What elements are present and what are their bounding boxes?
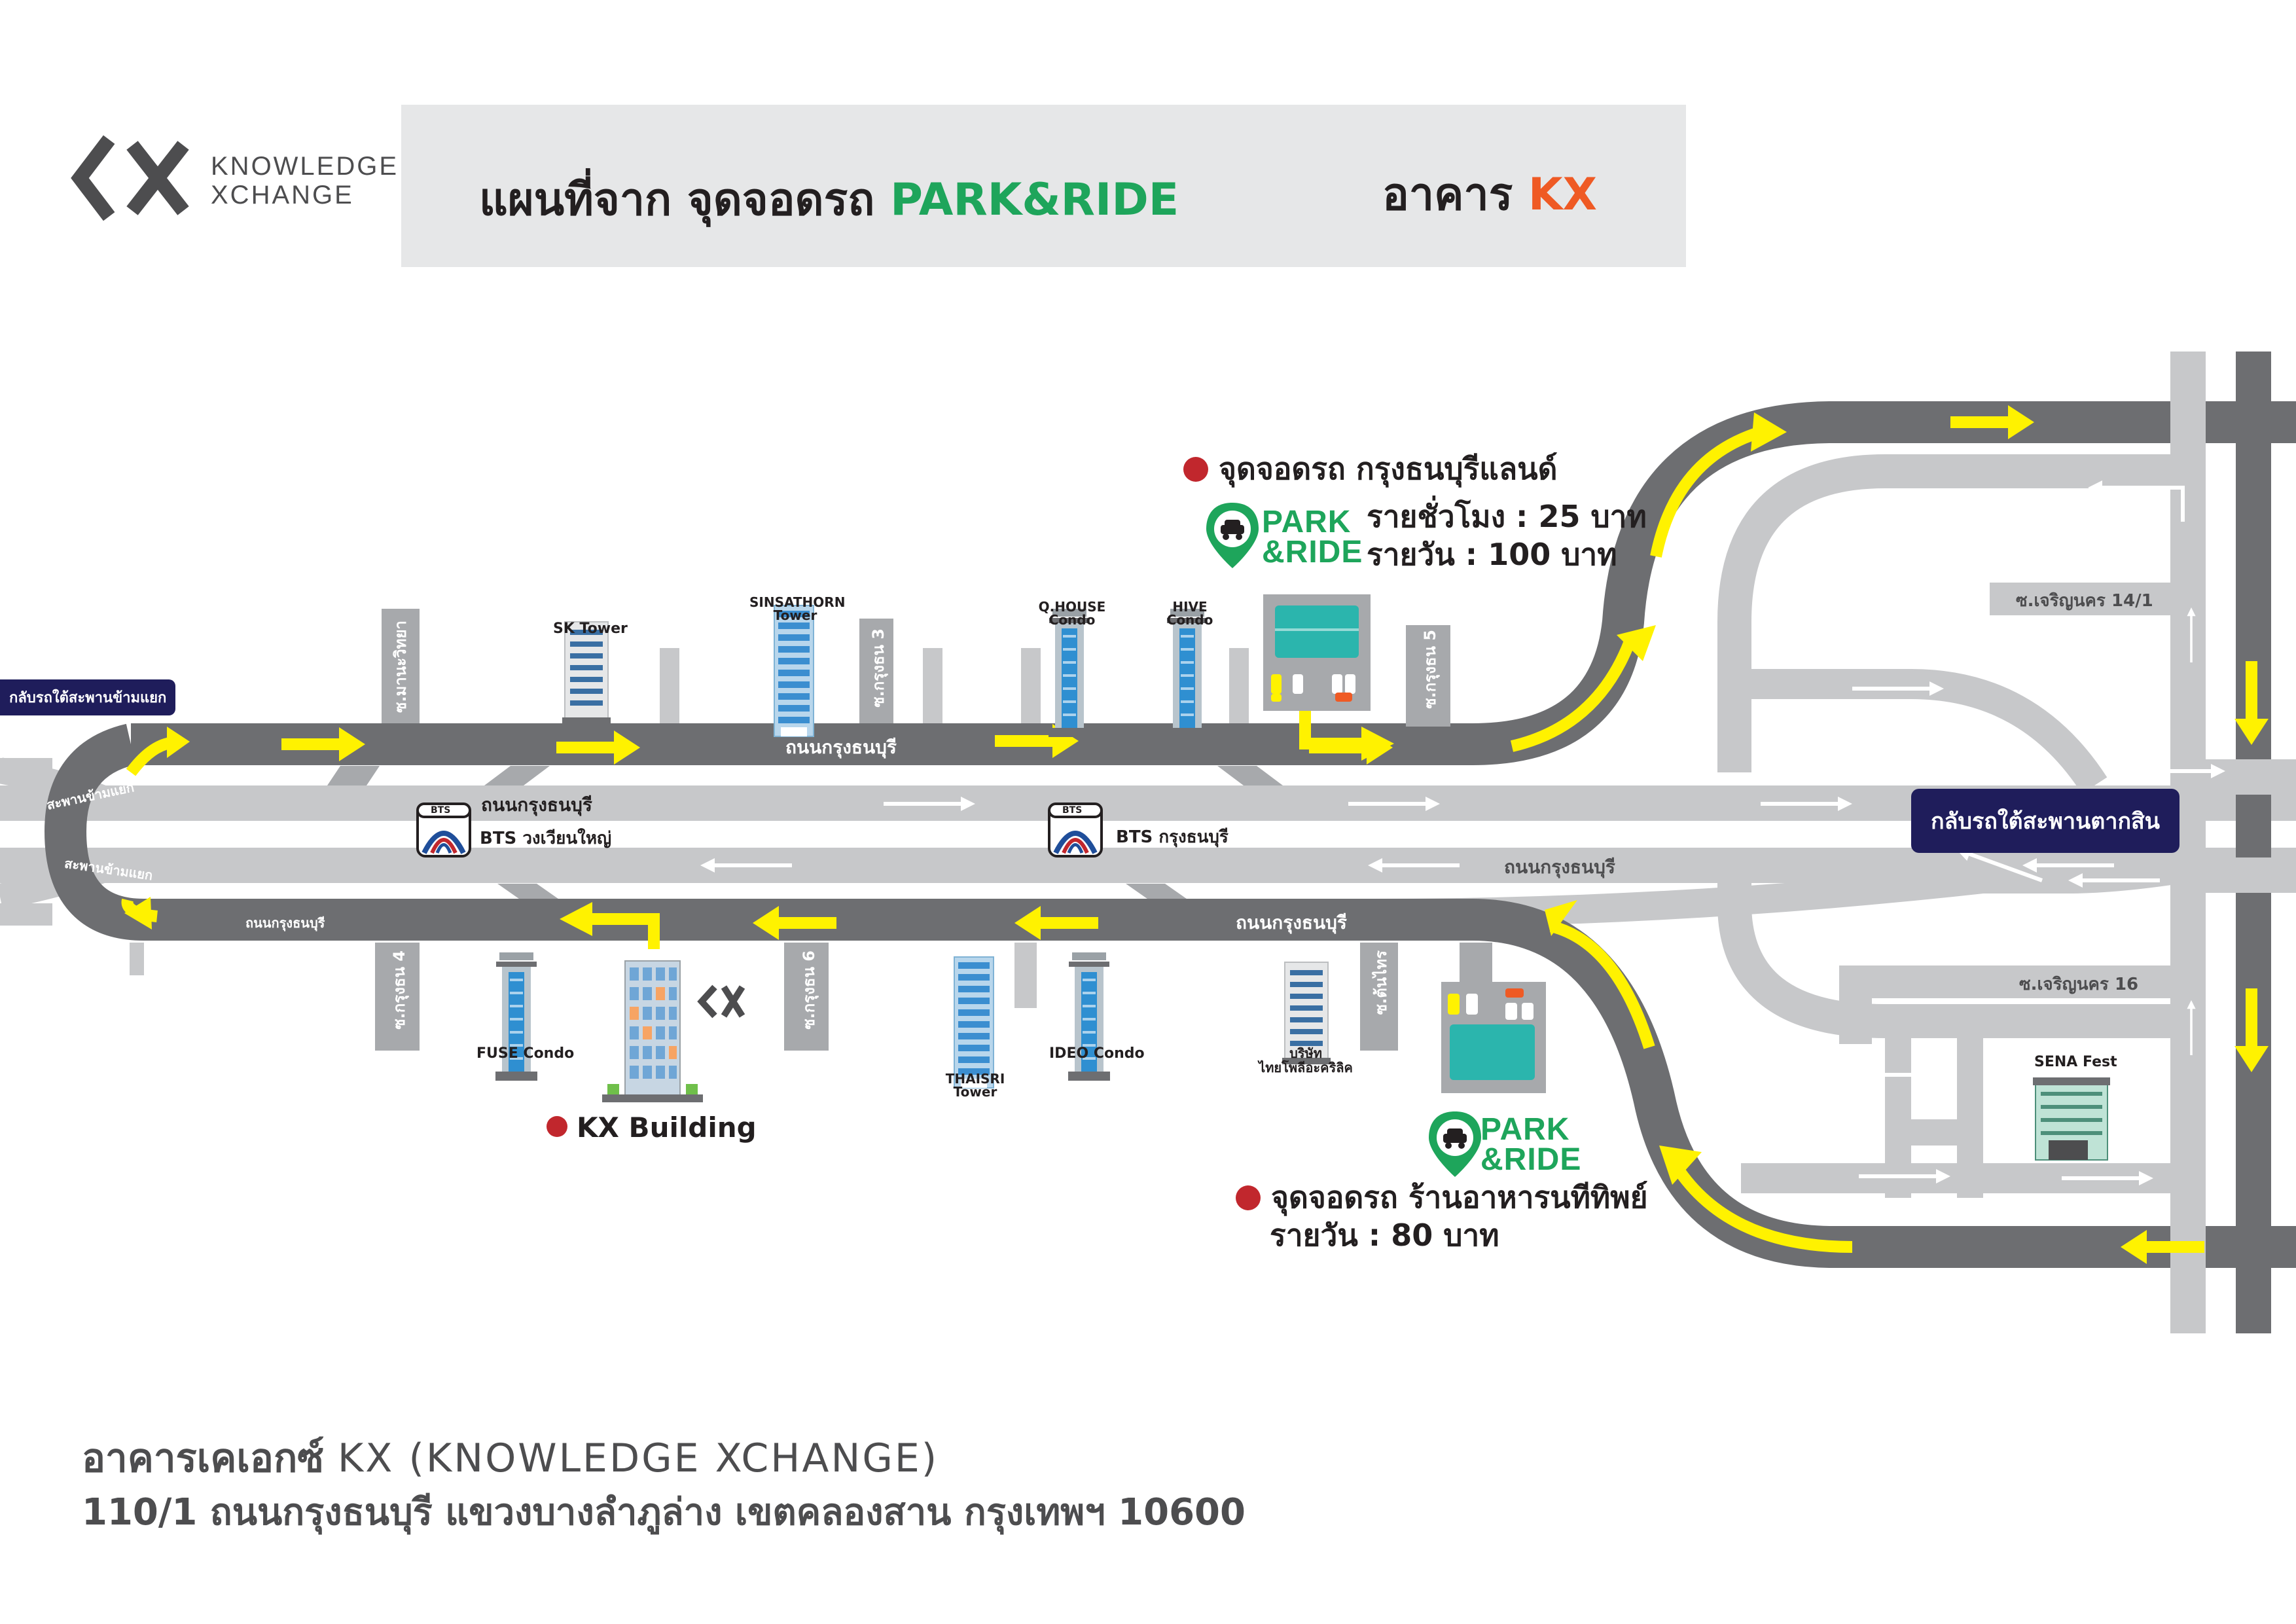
header-title: แผนที่จาก จุดจอดรถ PARK&RIDE: [479, 164, 1179, 234]
soi-krung3-label: ซ.กรุงธน 3: [869, 628, 888, 708]
parking-top-title: จุดจอดรถ กรุงธนบุรีแลนด์: [1183, 445, 1557, 493]
parking-lot-top: [1263, 594, 1371, 711]
header-park-ride: PARK&RIDE: [890, 174, 1179, 226]
road-label-lower-main: ถนนกรุงธนบุรี: [1236, 912, 1347, 933]
road-label-upper: ถนนกรุงธนบุรี: [785, 736, 897, 758]
park-ride-logo-top-l1: PARK: [1262, 505, 1352, 539]
kx-building-icon: [602, 960, 745, 1102]
label-thaisri-l2: Tower: [953, 1084, 997, 1100]
hive-condo-icon: [1166, 609, 1208, 737]
location-pin-icon: [547, 1116, 567, 1137]
label-hive-l2: Condo: [1166, 612, 1213, 628]
label-thai-poly-l1: บริษัท: [1289, 1045, 1322, 1061]
park-ride-logo-top: PARK &RIDE: [1262, 507, 1363, 568]
brand-name: KNOWLEDGE XCHANGE: [211, 152, 399, 209]
footer-address: 110/1 ถนนกรุงธนบุรี แขวงบางลำภูล่าง เขตค…: [82, 1491, 1246, 1534]
label-kx-building: KX Building: [547, 1111, 757, 1144]
parking-top-rate-day: รายวัน : 100 บาท: [1367, 537, 1617, 572]
bts-logo-text: BTS: [431, 805, 451, 816]
park-ride-logo-bottom-l2: &RIDE: [1480, 1142, 1582, 1177]
qhouse-condo-icon: [1049, 609, 1090, 737]
label-thaisri-l1: THAISRI: [945, 1071, 1005, 1087]
bts-station-wongwian: BTS วงเวียนใหญ่: [480, 829, 612, 848]
road-label-lower-right: ถนนกรุงธนบุรี: [1504, 856, 1615, 878]
label-sk-tower: SK Tower: [553, 621, 628, 637]
u-turn-badge-right: กลับรถใต้สะพานตากสิน: [1911, 789, 2180, 853]
label-sinsathorn-l1: SINSATHORN: [749, 594, 846, 610]
label-qhouse-l2: Condo: [1049, 612, 1096, 628]
location-pin-icon: [1236, 1185, 1261, 1210]
soi-charoen16-label: ซ.เจริญนคร 16: [2019, 975, 2139, 994]
soi-krung4-label: ซ.กรุงธน 4: [390, 950, 408, 1030]
parking-bottom-rate-day: รายวัน : 80 บาท: [1270, 1218, 1499, 1253]
footer-name-th: อาคารเคเอกซ์: [82, 1435, 325, 1481]
parking-bottom-title: จุดจอดรถ ร้านอาหารนทีทิพย์: [1236, 1178, 1648, 1216]
label-qhouse: Q.HOUSE Condo: [1033, 600, 1111, 626]
park-ride-pin-icon: [1429, 1111, 1481, 1177]
label-ideo: IDEO Condo: [1049, 1045, 1145, 1062]
sk-tower-icon: [562, 621, 611, 725]
parking-bottom-info: จุดจอดรถ ร้านอาหารนทีทิพย์ รายวัน : 80 บ…: [1236, 1178, 1648, 1254]
road-label-lower-left: ถนนกรุงธนบุรี: [245, 915, 325, 931]
label-thaisri: THAISRI Tower: [936, 1072, 1014, 1098]
sinsathorn-tower-icon: [774, 605, 814, 737]
location-pin-icon: [1183, 457, 1208, 482]
brand-line2: XCHANGE: [211, 181, 354, 209]
soi-krung5-label: ซ.กรุงธน 5: [1421, 630, 1439, 709]
header-banner: [401, 105, 1686, 267]
header-destination: อาคาร KX: [1382, 158, 1597, 229]
park-ride-logo-bottom-l1: PARK: [1480, 1112, 1570, 1147]
parking-top-rates: รายชั่วโมง : 25 บาท รายวัน : 100 บาท: [1367, 497, 1647, 573]
parking-lot-bottom: [1441, 943, 1546, 1093]
kx-logo-icon: [71, 135, 189, 221]
park-ride-logo-top-l2: &RIDE: [1262, 535, 1363, 569]
header-dest-kx: KX: [1528, 169, 1598, 221]
bts-station-krungthon: BTS กรุงธนบุรี: [1116, 827, 1229, 847]
soi-krung6-label: ซ.กรุงธน 6: [800, 950, 818, 1030]
label-thai-poly: บริษัท ไทยโพลีอะคริลิค: [1244, 1046, 1368, 1075]
soi-tonsai-label: ซ.ต้นไทร: [1372, 950, 1390, 1015]
sena-fest-icon: [2033, 1077, 2110, 1161]
park-ride-logo-bottom: PARK &RIDE: [1480, 1112, 1582, 1177]
road-label-middle: ถนนกรุงธนบุรี: [481, 794, 592, 816]
park-ride-pin-icon: [1206, 503, 1259, 568]
kx-building-text: KX Building: [577, 1111, 757, 1144]
label-sena-fest: SENA Fest: [2034, 1054, 2117, 1070]
label-sinsathorn: SINSATHORN Tower: [749, 594, 846, 623]
parking-top-title-text: จุดจอดรถ กรุงธนบุรีแลนด์: [1219, 451, 1558, 486]
footer-building-name: อาคารเคเอกซ์ KX (KNOWLEDGE XCHANGE): [82, 1427, 939, 1489]
thaisri-tower-icon: [954, 956, 994, 1089]
parking-bottom-title-text: จุดจอดรถ ร้านอาหารนทีทิพย์: [1271, 1180, 1648, 1215]
label-sinsathorn-l2: Tower: [773, 607, 817, 623]
label-fuse: FUSE Condo: [476, 1045, 575, 1062]
soi-manawittaya: [382, 609, 420, 727]
label-qhouse-l1: Q.HOUSE: [1038, 599, 1106, 615]
soi-charoen14-label: ซ.เจริญนคร 14/1: [2016, 591, 2153, 611]
label-thai-poly-l2: ไทยโพลีอะคริลิค: [1259, 1060, 1353, 1075]
bts-logo-text: BTS: [1062, 805, 1083, 816]
footer-name-en: KX (KNOWLEDGE XCHANGE): [337, 1435, 939, 1481]
soi-manawittaya-label: ซ.มานะวิทยา: [391, 621, 410, 713]
parking-top-rate-hour: รายชั่วโมง : 25 บาท: [1367, 499, 1647, 534]
header-prefix: แผนที่จาก จุดจอดรถ: [479, 174, 875, 226]
label-hive: HIVE Condo: [1151, 600, 1229, 626]
brand-line1: KNOWLEDGE: [211, 152, 399, 181]
header-dest-prefix: อาคาร: [1382, 169, 1513, 221]
u-turn-badge-left: กลับรถใต้สะพานข้ามแยก: [0, 679, 176, 715]
label-hive-l1: HIVE: [1172, 599, 1208, 615]
